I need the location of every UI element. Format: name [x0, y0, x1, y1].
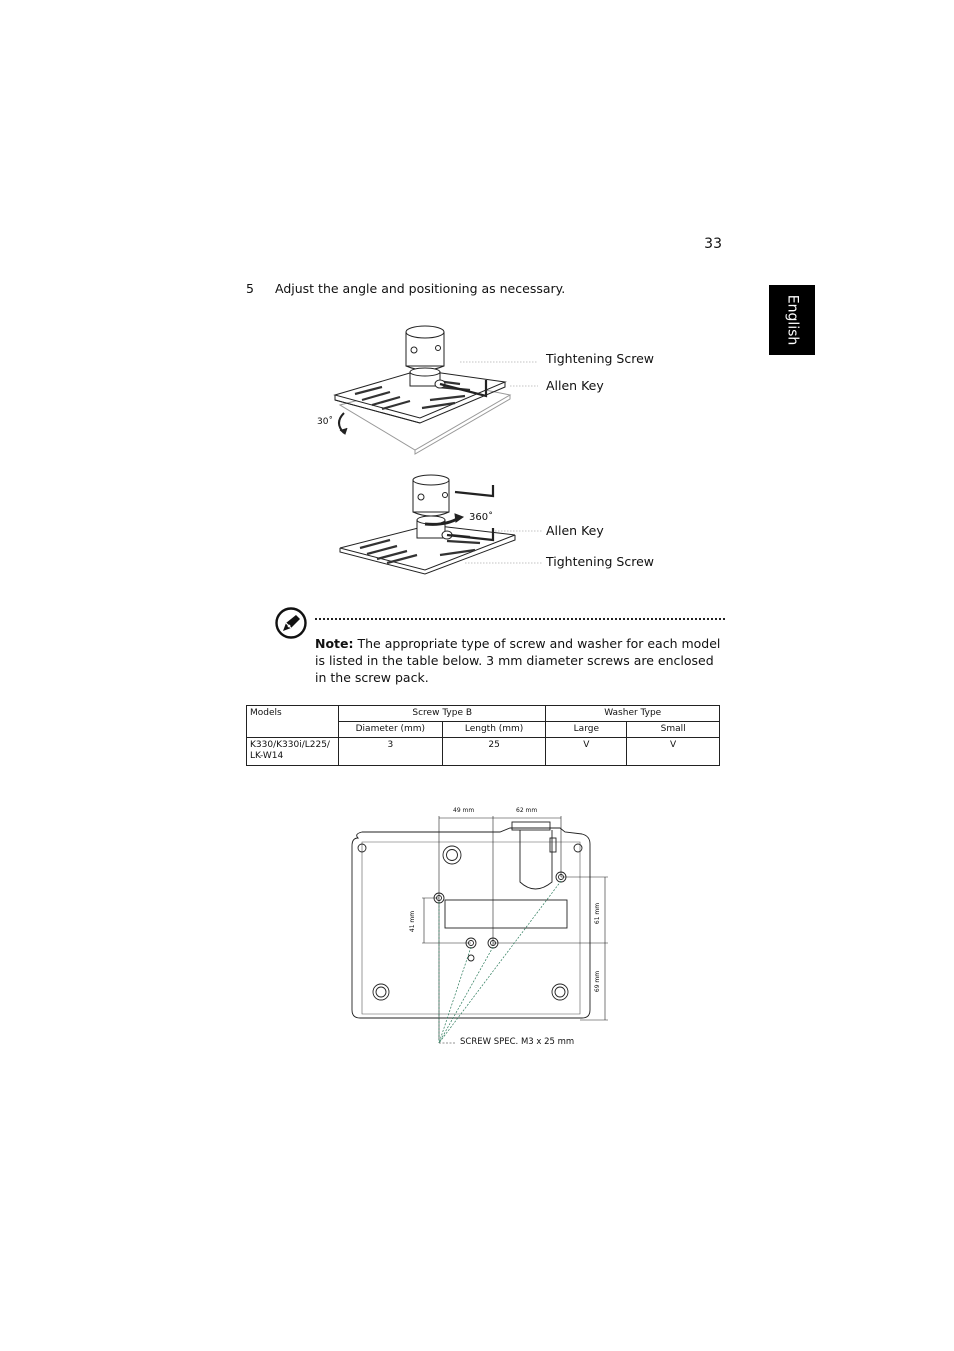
callout-tightening-screw-top: Tightening Screw [546, 351, 654, 366]
screw-spec-label: SCREW SPEC. M3 x 25 mm [460, 1037, 575, 1047]
header-models: Models [246, 705, 339, 738]
header-washer-type: Washer Type [545, 705, 720, 722]
cell-model-line2: LK-W14 [250, 751, 284, 761]
tilt-angle-label: 30˚ [317, 417, 333, 427]
cell-large: V [545, 737, 628, 766]
cell-diameter: 3 [337, 737, 443, 766]
dim-49mm: 49 mm [453, 807, 475, 814]
rotation-label: 360˚ [469, 512, 494, 523]
note-pen-icon [275, 607, 307, 639]
language-tab-label: English [784, 294, 800, 346]
table-row: K330/K330i/L225/ LK-W14 3 25 V V [246, 737, 720, 766]
dim-41mm: 41 mm [409, 910, 417, 933]
dim-62mm: 62 mm [516, 807, 538, 814]
cell-small: V [626, 737, 720, 766]
cell-model-line1: K330/K330i/L225/ [250, 740, 330, 750]
header-length: Length (mm) [441, 721, 547, 738]
header-small: Small [626, 721, 720, 738]
table-subheader-row: Diameter (mm) Length (mm) Large Small [247, 721, 720, 738]
header-large: Large [545, 721, 628, 738]
header-screw-type: Screw Type B [337, 705, 547, 722]
step-number: 5 [246, 281, 254, 296]
dim-61mm: 61 mm [594, 902, 602, 925]
note-divider [315, 618, 725, 620]
step-text: Adjust the angle and positioning as nece… [275, 281, 566, 296]
callout-allen-key-top: Allen Key [546, 378, 604, 393]
cell-model: K330/K330i/L225/ LK-W14 [246, 737, 339, 766]
mount-tilt-illustration [333, 325, 538, 455]
cell-length: 25 [441, 737, 547, 766]
note-body: The appropriate type of screw and washer… [315, 636, 721, 685]
screw-washer-table: Models Screw Type B Washer Type Diameter… [246, 705, 720, 766]
language-tab: English [769, 285, 815, 355]
note-label: Note: [315, 636, 354, 651]
note-text-block: Note: The appropriate type of screw and … [315, 635, 725, 686]
projector-bottom-diagram [351, 816, 608, 1044]
callout-tightening-screw-middle: Tightening Screw [546, 554, 654, 569]
header-diameter: Diameter (mm) [337, 721, 443, 738]
mount-rotation-illustration [339, 474, 543, 575]
dim-69mm: 69 mm [594, 970, 602, 993]
page-number: 33 [704, 236, 722, 252]
callout-allen-key-middle: Allen Key [546, 523, 604, 538]
table-header-row: Models Screw Type B Washer Type [246, 705, 720, 738]
